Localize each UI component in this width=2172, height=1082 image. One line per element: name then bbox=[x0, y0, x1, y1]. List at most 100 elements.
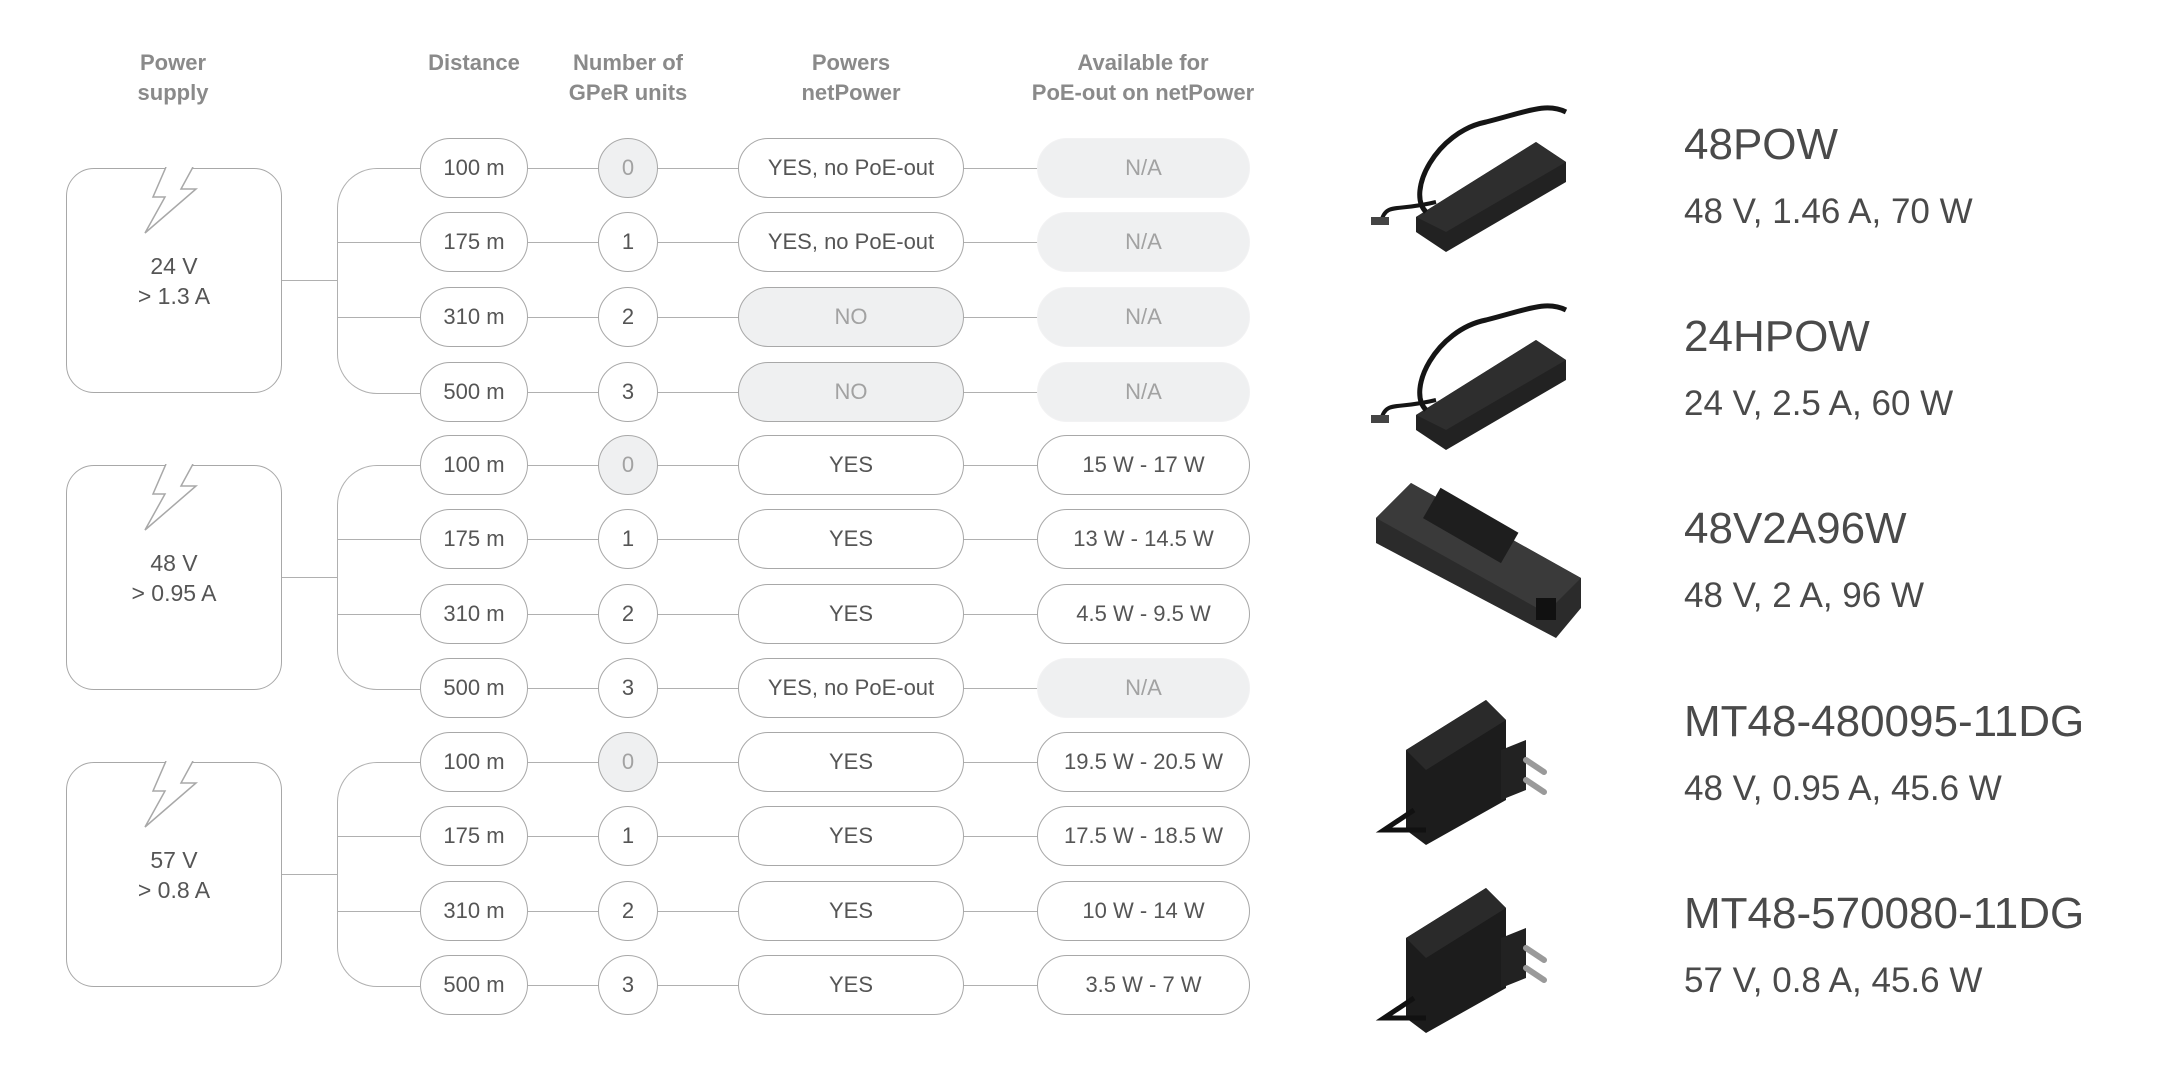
distance-pill: 100 m bbox=[420, 138, 528, 198]
distance-pill: 500 m bbox=[420, 658, 528, 718]
gper-units-circle: 0 bbox=[598, 435, 658, 495]
connector-line bbox=[282, 577, 337, 578]
branch-line bbox=[337, 911, 420, 912]
header-power-supply: Power supply bbox=[138, 48, 209, 108]
powers-netpower-pill: YES bbox=[738, 732, 964, 792]
available-poe-out-pill: 3.5 W - 7 W bbox=[1037, 955, 1250, 1015]
wall-plug-adapter-eu-icon bbox=[1366, 868, 1596, 1038]
distance-pill: 310 m bbox=[420, 881, 528, 941]
product-spec: 48 V, 1.46 A, 70 W bbox=[1684, 192, 1973, 231]
powers-netpower-pill: YES bbox=[738, 435, 964, 495]
branch-bracket bbox=[337, 465, 420, 690]
available-poe-out-pill: 17.5 W - 18.5 W bbox=[1037, 806, 1250, 866]
header-line: netPower bbox=[801, 80, 901, 105]
header-line: PoE-out on netPower bbox=[1031, 80, 1255, 105]
distance-pill: 175 m bbox=[420, 509, 528, 569]
voltage-label: 48 V bbox=[150, 550, 198, 576]
header-line: Number of bbox=[572, 50, 683, 75]
powers-netpower-pill: NO bbox=[738, 287, 964, 347]
powers-netpower-pill: YES, no PoE-out bbox=[738, 138, 964, 198]
distance-pill: 100 m bbox=[420, 435, 528, 495]
branch-line bbox=[337, 614, 420, 615]
available-poe-out-pill: 10 W - 14 W bbox=[1037, 881, 1250, 941]
header-line: supply bbox=[137, 80, 209, 105]
power-supply-box: 57 V > 0.8 A bbox=[66, 761, 282, 987]
lightning-icon bbox=[144, 761, 199, 828]
header-line: Power bbox=[139, 50, 207, 75]
power-supply-rating: 24 V > 1.3 A bbox=[67, 251, 281, 311]
desktop-power-adapter-with-cable-icon bbox=[1366, 290, 1596, 460]
product-spec: 24 V, 2.5 A, 60 W bbox=[1684, 384, 1954, 423]
distance-pill: 310 m bbox=[420, 584, 528, 644]
branch-line bbox=[337, 242, 420, 243]
header-powers-netpower: Powers netPower bbox=[801, 48, 900, 108]
powers-netpower-pill: YES, no PoE-out bbox=[738, 658, 964, 718]
connector-line bbox=[282, 874, 337, 875]
powers-netpower-pill: YES, no PoE-out bbox=[738, 212, 964, 272]
powers-netpower-pill: YES bbox=[738, 881, 964, 941]
header-distance: Distance bbox=[428, 48, 520, 78]
available-poe-out-pill: N/A bbox=[1037, 287, 1250, 347]
gper-units-circle: 1 bbox=[598, 212, 658, 272]
distance-pill: 310 m bbox=[420, 287, 528, 347]
product-name: 48POW bbox=[1684, 120, 1839, 169]
powers-netpower-pill: NO bbox=[738, 362, 964, 422]
wall-plug-adapter-eu-icon bbox=[1366, 680, 1596, 850]
power-supply-rating: 57 V > 0.8 A bbox=[67, 845, 281, 905]
current-label: > 0.8 A bbox=[137, 877, 211, 903]
product-spec: 48 V, 2 A, 96 W bbox=[1684, 576, 1924, 615]
header-line: Available for bbox=[1077, 50, 1209, 75]
branch-line bbox=[337, 539, 420, 540]
header-available-poe-out: Available for PoE-out on netPower bbox=[1032, 48, 1254, 108]
header-gper-units: Number of GPeR units bbox=[569, 48, 688, 108]
powers-netpower-pill: YES bbox=[738, 806, 964, 866]
product-spec: 57 V, 0.8 A, 45.6 W bbox=[1684, 961, 1983, 1000]
lightning-icon bbox=[144, 167, 199, 234]
powers-netpower-pill: YES bbox=[738, 584, 964, 644]
available-poe-out-pill: N/A bbox=[1037, 212, 1250, 272]
header-line: Distance bbox=[428, 50, 520, 75]
branch-line bbox=[337, 836, 420, 837]
distance-pill: 500 m bbox=[420, 362, 528, 422]
header-line: GPeR units bbox=[568, 80, 688, 105]
gper-units-circle: 3 bbox=[598, 362, 658, 422]
power-supply-box: 24 V > 1.3 A bbox=[66, 167, 282, 393]
product-name: 48V2A96W bbox=[1684, 504, 1907, 553]
available-poe-out-pill: 13 W - 14.5 W bbox=[1037, 509, 1250, 569]
current-label: > 1.3 A bbox=[137, 283, 211, 309]
distance-pill: 100 m bbox=[420, 732, 528, 792]
available-poe-out-pill: N/A bbox=[1037, 138, 1250, 198]
connector-line bbox=[282, 280, 337, 281]
gper-units-circle: 0 bbox=[598, 138, 658, 198]
voltage-label: 57 V bbox=[150, 847, 198, 873]
product-name: 24HPOW bbox=[1684, 312, 1870, 361]
branch-bracket bbox=[337, 168, 420, 394]
branch-bracket bbox=[337, 762, 420, 987]
gper-units-circle: 3 bbox=[598, 658, 658, 718]
gper-units-circle: 3 bbox=[598, 955, 658, 1015]
gper-units-circle: 0 bbox=[598, 732, 658, 792]
voltage-label: 24 V bbox=[150, 253, 198, 279]
gper-units-circle: 2 bbox=[598, 584, 658, 644]
header-line: Powers bbox=[811, 50, 891, 75]
product-name: MT48-570080-11DG bbox=[1684, 889, 2085, 938]
gper-units-circle: 2 bbox=[598, 287, 658, 347]
available-poe-out-pill: 4.5 W - 9.5 W bbox=[1037, 584, 1250, 644]
current-label: > 0.95 A bbox=[131, 580, 217, 606]
gper-units-circle: 1 bbox=[598, 806, 658, 866]
power-supply-box: 48 V > 0.95 A bbox=[66, 464, 282, 690]
available-poe-out-pill: 19.5 W - 20.5 W bbox=[1037, 732, 1250, 792]
distance-pill: 175 m bbox=[420, 806, 528, 866]
power-supply-rating: 48 V > 0.95 A bbox=[67, 548, 281, 608]
available-poe-out-pill: N/A bbox=[1037, 362, 1250, 422]
powers-netpower-pill: YES bbox=[738, 509, 964, 569]
product-name: MT48-480095-11DG bbox=[1684, 697, 2085, 746]
product-spec: 48 V, 0.95 A, 45.6 W bbox=[1684, 769, 2002, 808]
powers-netpower-pill: YES bbox=[738, 955, 964, 1015]
lightning-icon bbox=[144, 464, 199, 531]
distance-pill: 175 m bbox=[420, 212, 528, 272]
available-poe-out-pill: N/A bbox=[1037, 658, 1250, 718]
desktop-power-adapter-with-cable-icon bbox=[1366, 92, 1596, 262]
gper-units-circle: 1 bbox=[598, 509, 658, 569]
distance-pill: 500 m bbox=[420, 955, 528, 1015]
